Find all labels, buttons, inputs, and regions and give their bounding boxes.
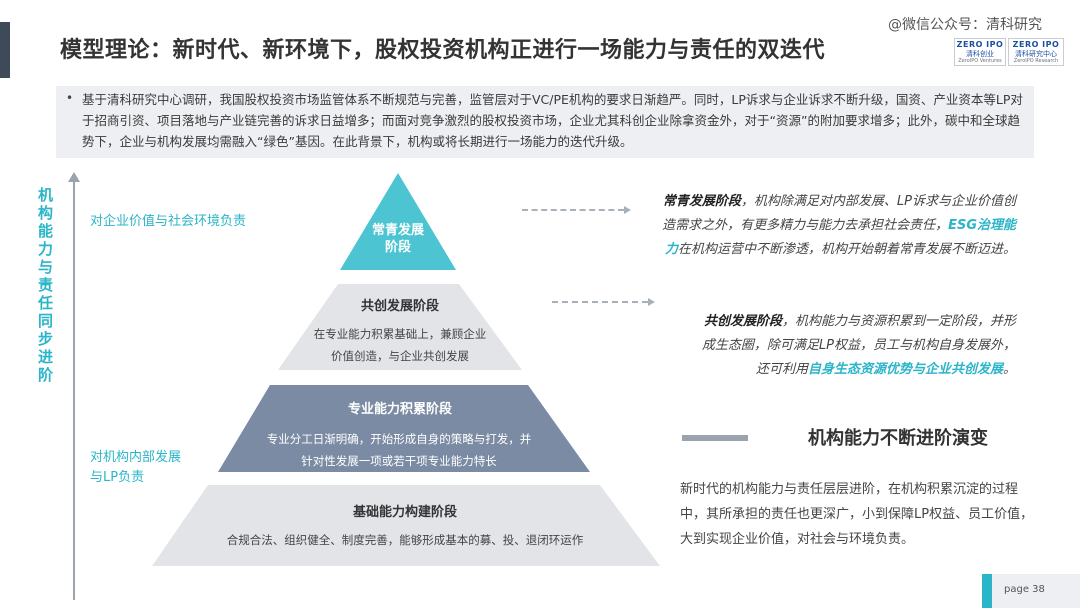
evolution-title: 机构能力不断进阶演变 (808, 428, 988, 449)
level-basic-desc: 合规合法、组织健全、制度完善，能够形成基本的募、投、退闭环运作 (226, 533, 584, 547)
header-accent-bar (0, 22, 10, 78)
pyramid-level-basic (152, 485, 660, 566)
zeroipo-ventures-logo: ZERO IPO 清科创业 ZeroIPO Ventures (954, 38, 1006, 66)
page-number-box (992, 574, 1080, 608)
level-professional-desc: 专业分工日渐明确，开始形成自身的策略与打发，并针对性发展一项或若干项专业能力特长 (266, 432, 532, 468)
vertical-axis-line (73, 180, 75, 600)
zeroipo-research-logo: ZERO IPO 清科研究中心 ZeroIPO Research (1008, 38, 1064, 66)
axis-arrow-up-icon (68, 172, 80, 182)
summary-text: 基于清科研究中心调研，我国股权投资市场监管体系不断规范与完善，监管层对于VC/P… (82, 92, 1023, 149)
evolution-text: 新时代的机构能力与责任层层进阶，在机构积累沉淀的过程中，其所承担的责任也更深广，… (680, 482, 1034, 547)
evolution-accent-line (682, 435, 748, 441)
level-professional-title: 专业能力积累阶段 (347, 402, 452, 417)
summary-box (56, 86, 1034, 158)
pyramid-level-professional (218, 385, 590, 472)
summary-bullet: • (66, 91, 74, 105)
arrow-right-icon (648, 298, 655, 306)
watermark: @微信公众号：清科研究 (888, 17, 1042, 33)
evergreen-description: 常青发展阶段，机构除满足对内部发展、LP诉求与企业价值创造需求之外，有更多精力与… (662, 194, 1016, 257)
page-number: page 38 (1004, 584, 1045, 595)
axis-label-bottom: 对机构内部发展与LP负责 (90, 450, 182, 485)
page-accent-bar (982, 574, 992, 608)
pyramid-level-cocreation (278, 284, 522, 370)
dashed-connector-top (522, 209, 624, 211)
dashed-connector-middle (552, 301, 648, 303)
cocreation-description: 共创发展阶段，机构能力与资源积累到一定阶段，并形成生态圈，除可满足LP权益，员工… (701, 314, 1016, 377)
level-evergreen-title: 常青发展阶段 (371, 223, 424, 255)
axis-label-top: 对企业价值与社会环境负责 (90, 214, 247, 229)
page-title: 模型理论：新时代、新环境下，股权投资机构正进行一场能力与责任的双迭代 (60, 38, 826, 63)
arrow-right-icon (624, 206, 631, 214)
level-basic-title: 基础能力构建阶段 (352, 505, 457, 520)
level-cocreation-desc: 在专业能力积累基础上，兼顾企业价值创造，与企业共创发展 (313, 327, 487, 363)
axis-title: 机构能力与责任同步进阶 (38, 186, 54, 384)
level-cocreation-title: 共创发展阶段 (360, 299, 439, 314)
pyramid-level-evergreen (340, 173, 456, 270)
